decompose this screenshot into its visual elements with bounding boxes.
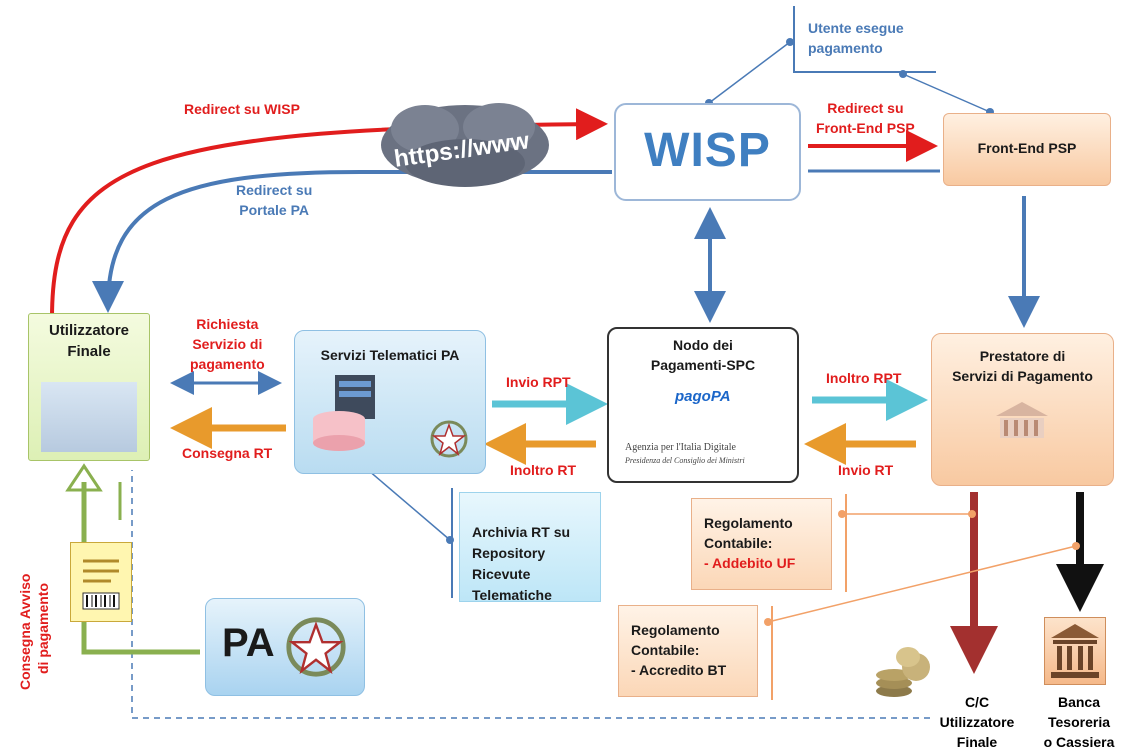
nodo-pagamenti-box: Nodo dei Pagamenti-SPC pagoPA Agenzia pe… bbox=[607, 327, 799, 483]
utente-wisp-line bbox=[708, 41, 791, 104]
agid-name: Agenzia per l'Italia Digitale bbox=[625, 442, 736, 453]
inoltro-rt-label: Inoltro RT bbox=[510, 462, 577, 478]
prestatore-servizi-box: Prestatore di Servizi di Pagamento bbox=[931, 333, 1114, 486]
redirect-wisp-label: Redirect su WISP bbox=[184, 101, 300, 117]
utente-frontend-line bbox=[902, 73, 991, 113]
dashed-return-line bbox=[131, 470, 930, 719]
utilizzatore-finale-box: Utilizzatore Finale bbox=[28, 313, 150, 461]
connector-dot bbox=[446, 536, 454, 544]
connector-dot bbox=[764, 618, 772, 626]
front-end-psp-box: Front-End PSP bbox=[943, 113, 1111, 186]
regolamento-accredito-box: Regolamento Contabile: - Accredito BT bbox=[618, 605, 758, 697]
banca-building-icon bbox=[1044, 617, 1106, 685]
bank-building-icon bbox=[996, 402, 1048, 438]
wisp-box: WISP bbox=[614, 103, 801, 201]
regolamento-uf-title: Regolamento Contabile: bbox=[704, 515, 793, 551]
front-end-psp-title: Front-End PSP bbox=[977, 140, 1077, 156]
pa-title: PA bbox=[222, 621, 275, 665]
richiesta-label: Richiesta Servizio di pagamento bbox=[190, 316, 265, 372]
internet-cloud-icon: https://www bbox=[381, 103, 549, 187]
servizi-telematici-title: Servizi Telematici PA bbox=[320, 347, 460, 363]
utilizzatore-finale-title: Utilizzatore Finale bbox=[48, 322, 129, 360]
consegna-avviso-label: Consegna Avviso di pagamento bbox=[17, 574, 51, 690]
connector-dot bbox=[838, 510, 846, 518]
prestatore-title: Prestatore di Servizi di Pagamento bbox=[952, 348, 1093, 384]
inoltro-rpt-label: Inoltro RPT bbox=[826, 370, 902, 386]
utente-esegue-label: Utente esegue pagamento bbox=[808, 20, 904, 56]
avviso-document-icon bbox=[70, 542, 132, 622]
green-arrow-head bbox=[65, 463, 103, 492]
accredito-bt-text: - Accredito BT bbox=[631, 662, 727, 678]
utente-esegue-connector bbox=[793, 6, 936, 73]
redirect-portale-arrow bbox=[92, 170, 612, 313]
invio-rpt-label: Invio RPT bbox=[506, 374, 571, 390]
banca-tesoreria-label: Banca Tesoreria o Cassiera bbox=[1043, 694, 1115, 750]
user-at-desk-icon bbox=[41, 382, 137, 452]
pa-box: PA bbox=[205, 598, 365, 696]
archivia-connector bbox=[367, 469, 451, 541]
nodo-title: Nodo dei Pagamenti-SPC bbox=[650, 337, 756, 373]
pagopa-logo: pagoPA bbox=[675, 388, 731, 405]
consegna-avviso-line2: di pagamento bbox=[35, 583, 51, 674]
servizi-telematici-pa-box: Servizi Telematici PA bbox=[294, 330, 486, 474]
archivia-rt-text: Archivia RT su Repository Ricevute Telem… bbox=[472, 524, 571, 603]
regolamento-addebito-box: Regolamento Contabile: - Addebito UF bbox=[691, 498, 832, 590]
connector-dot bbox=[968, 510, 976, 518]
addebito-uf-text: - Addebito UF bbox=[704, 555, 796, 571]
connector-dot bbox=[786, 38, 794, 46]
repubblica-emblem-icon bbox=[430, 420, 468, 458]
database-server-icon bbox=[313, 375, 375, 451]
agid-caption: Agenzia per l'Italia Digitale Presidenza… bbox=[625, 441, 797, 467]
connector-dot bbox=[1072, 542, 1080, 550]
redirect-frontend-label: Redirect su Front-End PSP bbox=[816, 100, 915, 136]
pa-to-user-green-arrow bbox=[81, 482, 200, 655]
archivia-rt-box: Archivia RT su Repository Ricevute Telem… bbox=[459, 492, 601, 603]
coins-icon bbox=[876, 647, 930, 697]
reg-bt-connector bbox=[767, 545, 1077, 623]
wisp-title: WISP bbox=[644, 124, 771, 177]
repubblica-emblem-icon bbox=[286, 617, 346, 677]
agid-subtitle: Presidenza del Consiglio dei Ministri bbox=[625, 456, 745, 465]
consegna-rt-label: Consegna RT bbox=[182, 445, 273, 461]
invio-rt-label: Invio RT bbox=[838, 462, 894, 478]
regolamento-bt-title: Regolamento Contabile: bbox=[631, 622, 720, 658]
cc-utilizzatore-label: C/C Utilizzatore Finale bbox=[939, 694, 1015, 750]
redirect-portale-label: Redirect su Portale PA bbox=[236, 182, 313, 218]
consegna-avviso-line1: Consegna Avviso bbox=[17, 574, 33, 690]
connector-dot bbox=[899, 70, 907, 78]
